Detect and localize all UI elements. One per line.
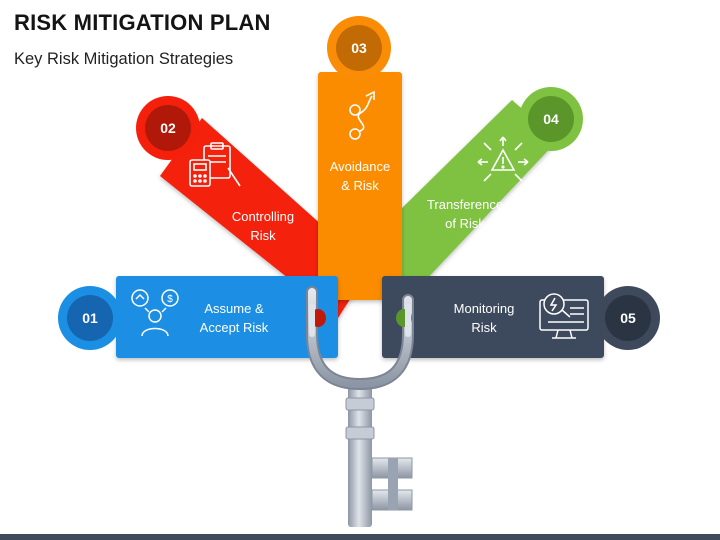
- key-shaft: [345, 385, 413, 527]
- strategy-label-02-line1: Controlling: [232, 209, 294, 224]
- strategy-badge-01: 01: [58, 286, 122, 350]
- strategy-label-01-line1: Assume &: [204, 301, 264, 316]
- svg-text:$: $: [167, 294, 173, 305]
- strategy-badge-05: 05: [596, 286, 660, 350]
- calculator-clipboard-icon: [189, 142, 241, 187]
- strategy-label-01-line2: Accept Risk: [200, 320, 269, 335]
- strategy-number-03: 03: [351, 40, 367, 56]
- monitor-magnifier-icon: [539, 293, 589, 339]
- strategy-label-05-line1: Monitoring: [454, 301, 515, 316]
- warning-burst-icon: [477, 136, 529, 182]
- strategy-card-04: [388, 100, 558, 320]
- strategy-label-03-line2: & Risk: [341, 178, 379, 193]
- strategy-label-02-line2: Risk: [250, 228, 276, 243]
- strategy-card-01: [116, 276, 338, 358]
- strategy-badge-04: 04: [519, 87, 583, 151]
- strategy-badge-02: 02: [136, 96, 200, 160]
- strategy-label-04-line2: of Risk: [445, 216, 485, 231]
- strategy-number-05: 05: [620, 310, 636, 326]
- key-bow: [306, 286, 414, 391]
- strategy-card-05: [382, 276, 604, 358]
- strategy-number-04: 04: [543, 111, 559, 127]
- strategy-label-04-line1: Transference: [427, 197, 503, 212]
- strategy-number-02: 02: [160, 120, 176, 136]
- page-subtitle: Key Risk Mitigation Strategies: [14, 50, 234, 68]
- strategy-badge-03: 03: [327, 16, 391, 80]
- path-arrow-icon: [349, 90, 375, 140]
- strategy-label-05-line2: Risk: [471, 320, 497, 335]
- strategy-number-01: 01: [82, 310, 98, 326]
- bottom-bar: [0, 534, 720, 540]
- strategy-label-03-line1: Avoidance: [330, 159, 390, 174]
- people-money-icon: $: [131, 289, 179, 337]
- page-title: RISK MITIGATION PLAN: [14, 10, 271, 35]
- strategy-card-03: [318, 72, 402, 300]
